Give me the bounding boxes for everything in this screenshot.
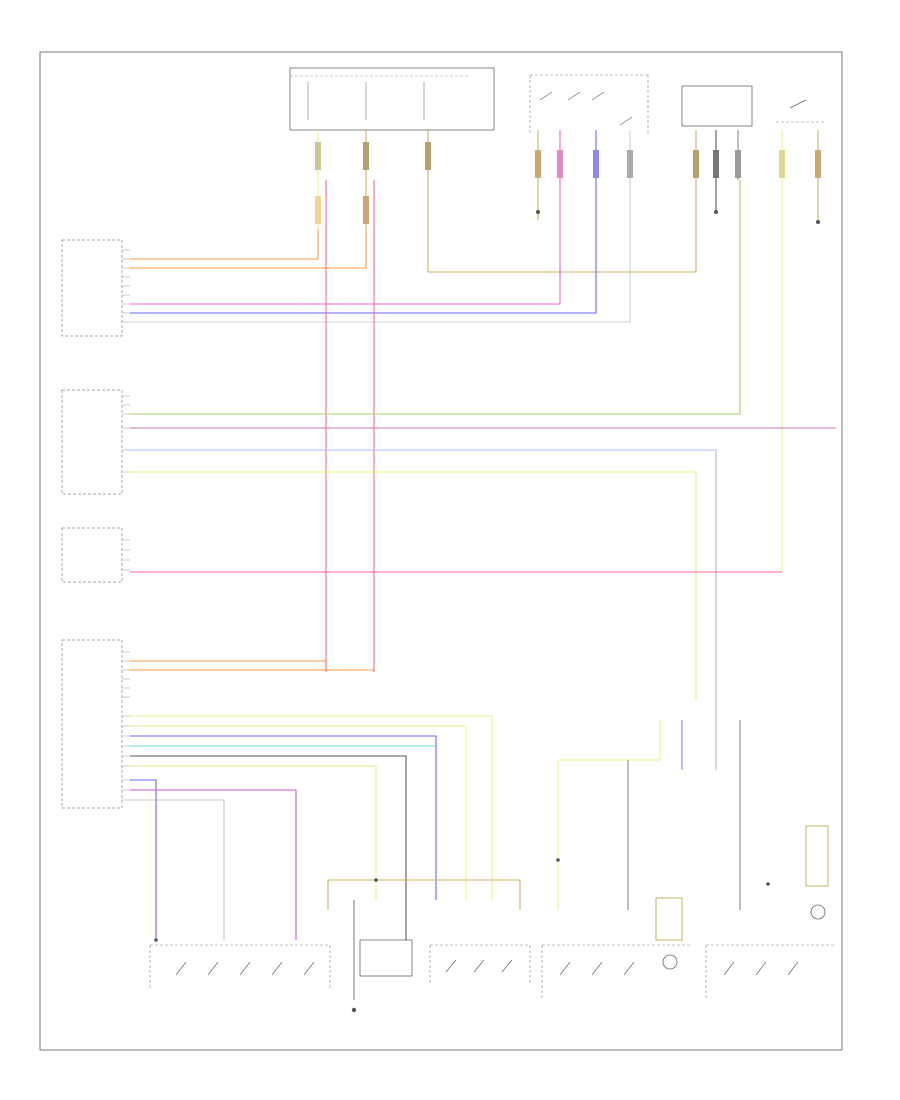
wire-cm-yellow bbox=[130, 471, 697, 700]
convenience-module bbox=[61, 527, 123, 583]
wire-m1-magenta bbox=[130, 130, 561, 305]
wire-m1-orange bbox=[130, 230, 319, 260]
right-window-unit bbox=[705, 825, 836, 1000]
central-lock-unit bbox=[359, 939, 413, 977]
wire-right-yellow bbox=[558, 720, 661, 761]
left-mirror-switch bbox=[529, 74, 649, 135]
wire-rr-dark bbox=[130, 755, 407, 940]
ground-point bbox=[351, 900, 357, 1013]
wires-upper bbox=[130, 130, 836, 770]
comfort-module bbox=[61, 389, 123, 495]
trunk-switch bbox=[776, 99, 826, 123]
wire-rr-violet bbox=[130, 789, 297, 940]
left-rear-motor bbox=[149, 944, 331, 990]
wire-m1-blue bbox=[130, 130, 597, 314]
wire-rr-blue bbox=[130, 735, 437, 900]
wire-m1-orange2 bbox=[130, 230, 367, 269]
rear-switch-block bbox=[429, 944, 531, 985]
wire-cm-blue bbox=[130, 449, 717, 770]
wire-rr-yellow3 bbox=[130, 765, 377, 900]
diagram-frame bbox=[39, 51, 843, 1051]
wire-rr-blue2 bbox=[130, 779, 157, 940]
right-rear-module bbox=[61, 639, 123, 809]
wire-rr-yellow bbox=[130, 715, 493, 900]
wire-bus-yellow bbox=[328, 879, 521, 910]
left-window-unit bbox=[541, 897, 690, 1000]
module-pins bbox=[122, 249, 130, 801]
connector-markers bbox=[315, 142, 821, 224]
wires-lower bbox=[130, 660, 741, 940]
fuse-box bbox=[289, 67, 495, 131]
wire-rr-yellow2 bbox=[130, 725, 467, 900]
closing-unit bbox=[681, 85, 753, 127]
left-rear-module bbox=[61, 239, 123, 337]
wire-m1-gray bbox=[130, 130, 631, 323]
junction-dots bbox=[154, 858, 770, 942]
wire-rr-violet2 bbox=[130, 799, 225, 940]
